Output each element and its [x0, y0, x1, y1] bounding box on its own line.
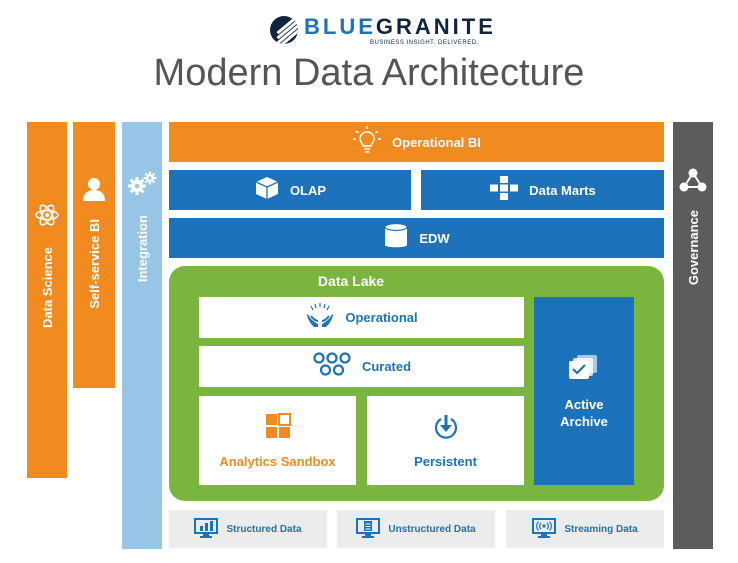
page-title: Modern Data Architecture: [153, 52, 585, 94]
edw-layer: EDW: [169, 218, 664, 258]
lake-active-archive-zone: Active Archive: [534, 297, 634, 485]
data-marts-icon: [489, 175, 519, 206]
network-icon: [312, 351, 352, 382]
download-icon: [433, 413, 459, 446]
database-icon: [383, 222, 409, 255]
bluegranite-logo: BLUEGRANITE BUSINESS INSIGHT. DELIVERED.: [270, 14, 493, 48]
data-science-label: Data Science: [39, 247, 55, 328]
logo-wordmark: BLUEGRANITE: [304, 14, 496, 39]
gears-icon: [126, 170, 158, 203]
operational-bi-label: Operational BI: [392, 134, 481, 150]
edw-label: EDW: [419, 230, 450, 246]
data-lake-title: Data Lake: [317, 273, 385, 289]
atom-icon: [34, 202, 60, 233]
data-science-column: Data Science: [27, 122, 67, 478]
lake-analytics-sandbox-zone: Analytics Sandbox: [199, 396, 356, 485]
monitor-document-icon: [356, 517, 381, 541]
cube-icon: [254, 175, 280, 206]
data-marts-layer: Data Marts: [421, 170, 664, 210]
olap-label: OLAP: [289, 182, 327, 198]
streaming-data-source: Streaming Data: [506, 510, 664, 548]
logo-mark-icon: [270, 16, 298, 44]
monitor-chart-icon: [194, 517, 219, 541]
unstructured-data-label: Unstructured Data: [388, 523, 476, 535]
lake-curated-zone: Curated: [199, 346, 524, 387]
structured-data-source: Structured Data: [169, 510, 327, 548]
sandbox-grid-icon: [265, 412, 291, 444]
integration-label: Integration: [134, 215, 150, 283]
lake-operational-label: Operational: [345, 310, 418, 325]
governance-label: Governance: [685, 210, 701, 286]
data-marts-label: Data Marts: [529, 182, 596, 198]
lake-operational-zone: Operational: [199, 297, 524, 338]
governance-column: Governance: [673, 122, 713, 549]
integration-column: Integration: [122, 122, 162, 549]
self-service-bi-label: Self-service BI: [86, 218, 102, 309]
lake-analytics-sandbox-label: Analytics Sandbox: [219, 453, 336, 469]
operational-bi-layer: Operational BI: [169, 122, 664, 162]
lake-curated-label: Curated: [361, 359, 412, 374]
archive-icon: [567, 353, 601, 386]
streaming-data-label: Streaming Data: [564, 523, 638, 535]
lightbulb-icon: [352, 125, 382, 160]
user-icon: [81, 176, 107, 207]
unstructured-data-source: Unstructured Data: [337, 510, 495, 548]
logo-tagline: BUSINESS INSIGHT. DELIVERED.: [370, 40, 479, 46]
self-service-bi-column: Self-service BI: [73, 122, 115, 388]
lake-persistent-label: Persistent: [414, 453, 477, 469]
lake-persistent-zone: Persistent: [367, 396, 524, 485]
monitor-broadcast-icon: [532, 517, 557, 541]
olap-layer: OLAP: [169, 170, 411, 210]
hands-icon: [305, 302, 335, 333]
hierarchy-icon: [679, 167, 707, 198]
structured-data-label: Structured Data: [226, 523, 302, 535]
lake-active-archive-label: Active Archive: [560, 396, 608, 429]
